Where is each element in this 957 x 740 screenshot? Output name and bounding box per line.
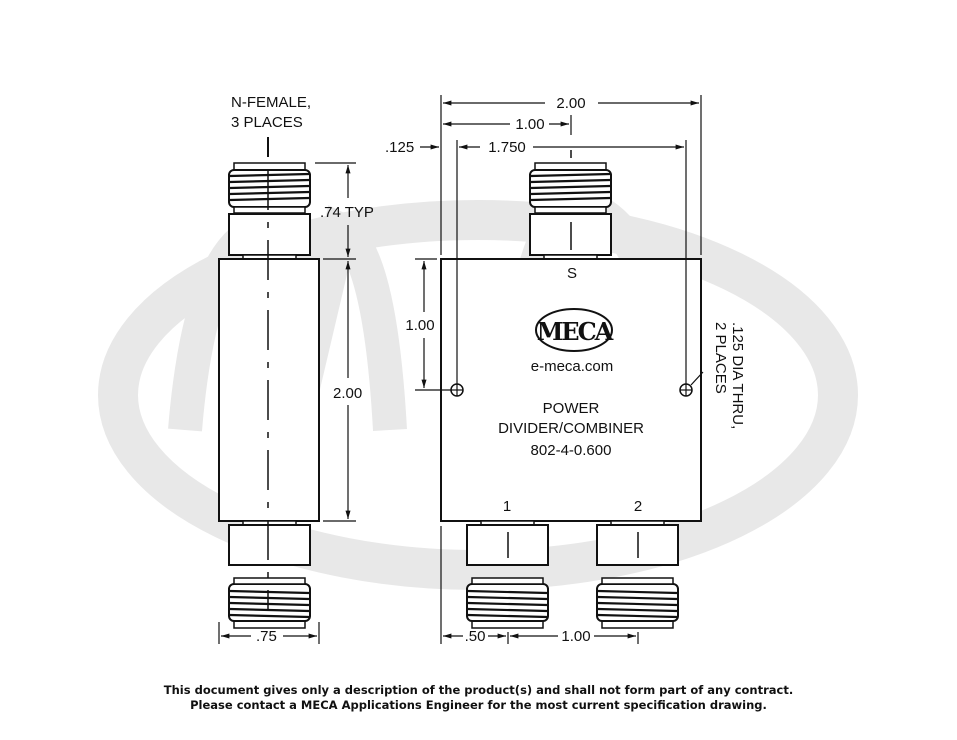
meca-logo: MECA: [535, 308, 616, 352]
disclaimer-line1: This document gives only a description o…: [163, 683, 794, 697]
label-port-2: 2: [634, 498, 642, 515]
side-top-connector-thread: [227, 161, 312, 215]
disclaimer-line2: Please contact a MECA Applications Engin…: [190, 698, 767, 712]
side-body: [218, 258, 320, 522]
label-port-1: 1: [503, 498, 511, 515]
side-bottom-connector-hex: [228, 524, 311, 566]
part-number: 802-4-0.600: [531, 442, 612, 459]
dim-hole-offset: .125: [385, 139, 414, 156]
side-bottom-connector-thread: [227, 576, 312, 630]
dim-side-width: .75: [256, 628, 277, 645]
dim-hole-height: 1.00: [405, 317, 434, 334]
hole-note-line1: .125 DIA THRU,: [729, 322, 746, 429]
mounting-hole-right: [679, 383, 693, 397]
front-view: [415, 95, 704, 644]
dim-connector-height: .74 TYP: [320, 204, 374, 221]
connector-note-line1: N-FEMALE,: [231, 94, 311, 111]
front-body: [440, 258, 702, 522]
dim-center-offset: 1.00: [515, 116, 544, 133]
svg-text:MECA: MECA: [537, 317, 614, 346]
side-view: [218, 137, 356, 644]
dim-hole-spacing: 1.750: [488, 139, 526, 156]
port2-thread: [595, 576, 680, 630]
port1-thread: [465, 576, 550, 630]
title-line2: DIVIDER/COMBINER: [498, 420, 644, 437]
label-sum-port: S: [567, 265, 577, 282]
dim-overall-width: 2.00: [556, 95, 585, 112]
port2-hex: [596, 524, 679, 566]
website: e-meca.com: [531, 358, 614, 375]
connector-note-line2: 3 PLACES: [231, 114, 303, 131]
sum-port-thread: [528, 161, 613, 215]
hole-note-line2: 2 PLACES: [712, 322, 729, 394]
dim-body-height: 2.00: [333, 385, 362, 402]
mounting-hole-left: [450, 383, 464, 397]
dim-port-spacing: 1.00: [561, 628, 590, 645]
title-line1: POWER: [543, 400, 600, 417]
dim-port-offset: .50: [465, 628, 486, 645]
side-top-connector-hex: [228, 213, 311, 256]
